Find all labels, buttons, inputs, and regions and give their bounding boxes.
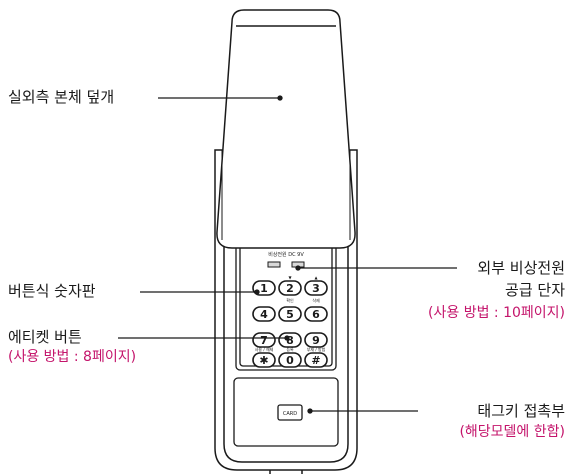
key-label: 8	[286, 334, 294, 347]
terminal-label: 비상전원 DC 9V	[268, 251, 304, 258]
external-power-note: (사용 방법 : 10페이지)	[428, 305, 565, 321]
etiquette-button-note: (사용 방법 : 8페이지)	[8, 349, 137, 365]
key-label: #	[311, 354, 320, 367]
key-8[interactable]: 8	[278, 332, 302, 348]
keypad-label: 버튼식 숫자판	[8, 282, 96, 300]
key-hash[interactable]: #	[304, 352, 328, 368]
key-label: 5	[286, 308, 294, 321]
key-label: ✱	[259, 354, 268, 367]
external-power-label-line2: 공급 단자	[505, 281, 565, 299]
leader-lines	[118, 95, 457, 414]
key-function-label: 부재 / 방범	[307, 346, 326, 352]
key-label: 6	[312, 308, 320, 321]
key-9[interactable]: 9	[304, 332, 328, 348]
key-sublabel: ▲	[314, 275, 318, 280]
tag-contact-label: 태그키 접촉부	[477, 402, 565, 420]
key-2[interactable]: 2▼	[278, 275, 302, 296]
etiquette-button-label: 에티켓 버튼	[8, 328, 82, 346]
key-label: 9	[312, 334, 320, 347]
key-3[interactable]: 3▲	[304, 275, 328, 296]
key-6[interactable]: 6	[304, 306, 328, 322]
key-7[interactable]: 7	[252, 332, 276, 348]
key-function-label: 삭제	[312, 297, 320, 303]
key-sublabel: ▼	[288, 275, 292, 280]
key-label: 3	[312, 282, 320, 295]
key-function-label: 사용 / 해제	[255, 346, 274, 352]
key-label: 7	[260, 334, 268, 347]
key-function-label: 등록	[286, 346, 294, 352]
key-label: 1	[260, 282, 268, 295]
cover	[216, 9, 356, 249]
key-label: 0	[286, 354, 294, 367]
key-label: 2	[286, 282, 294, 295]
key-5[interactable]: 5	[278, 306, 302, 322]
tag-contact-note: (해당모델에 한함)	[459, 424, 565, 440]
terminal-left	[267, 261, 281, 268]
key-function-label: 확인	[286, 297, 294, 303]
external-power-label-line1: 외부 비상전원	[477, 259, 565, 277]
key-4[interactable]: 4	[252, 306, 276, 322]
key-label: 4	[260, 308, 268, 321]
key-star[interactable]: ✱	[252, 352, 276, 368]
cover-label: 실외측 본체 덮개	[8, 88, 115, 106]
card-label: CARD	[283, 411, 297, 417]
key-0[interactable]: 0	[278, 352, 302, 368]
tag-contact-area	[233, 377, 339, 447]
